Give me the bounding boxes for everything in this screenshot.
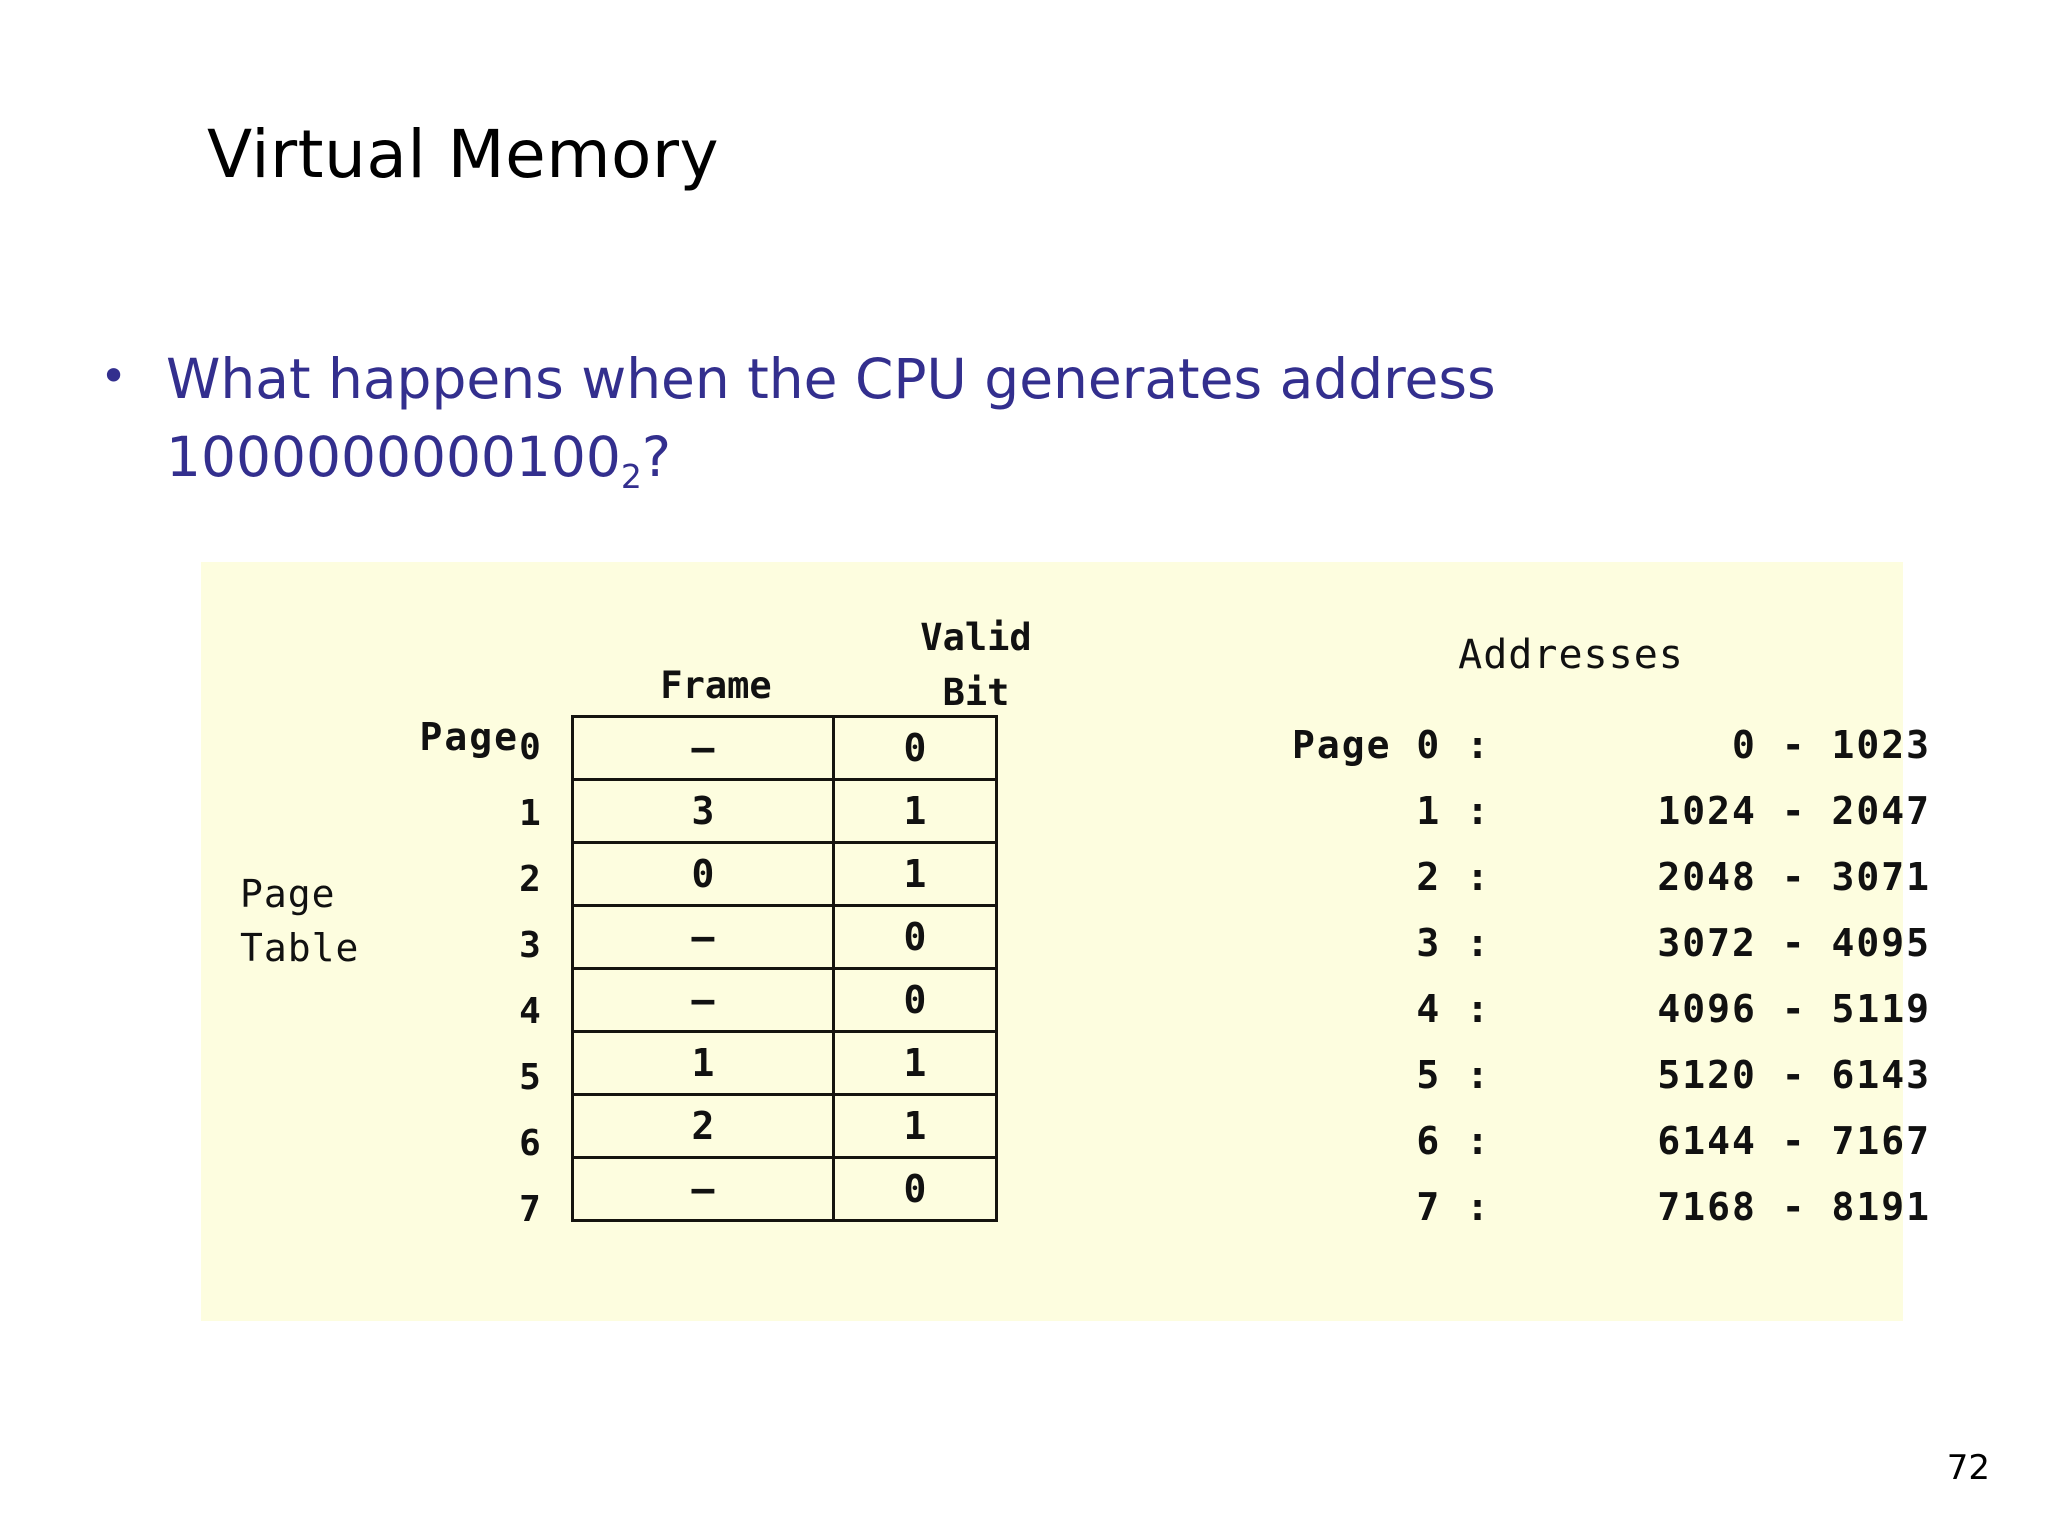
address-row: 7 : 7168 - 8191 [1211, 1174, 1931, 1240]
frame-cell: – [571, 1156, 835, 1222]
page-index-6: 6 [519, 1123, 541, 1164]
page-table-caption-line-1: Page [240, 872, 336, 916]
address-row-range: 4096 - 5119 [1657, 987, 1931, 1031]
page-table: – 0 3 1 0 1 – 0 – 0 1 1 [571, 715, 998, 1222]
valid-bit-cell: 0 [832, 715, 998, 781]
address-row-label: 3 : [1416, 921, 1491, 965]
table-row: 0 1 [571, 841, 998, 907]
valid-bit-cell: 1 [832, 1093, 998, 1159]
table-row: – 0 [571, 715, 998, 781]
address-row-label: 2 : [1416, 855, 1491, 899]
address-row: 1 : 1024 - 2047 [1211, 778, 1931, 844]
bullet-marker-icon: • [100, 349, 128, 403]
column-header-frame: Frame [660, 664, 772, 707]
address-row: 3 : 3072 - 4095 [1211, 910, 1931, 976]
address-row-range: 7168 - 8191 [1657, 1185, 1931, 1229]
valid-bit-cell: 0 [832, 1156, 998, 1222]
frame-cell: 1 [571, 1030, 835, 1096]
address-row: 2 : 2048 - 3071 [1211, 844, 1931, 910]
page-table-figure: Page Table Frame Valid Bit Addresses Pag… [201, 562, 1929, 1321]
frame-cell: 0 [571, 841, 835, 907]
address-row-label: 4 : [1416, 987, 1491, 1031]
address-row-range: 0 - 1023 [1731, 723, 1931, 767]
page-table-caption-line-2: Table [240, 926, 360, 970]
address-row: 6 : 6144 - 7167 [1211, 1108, 1931, 1174]
bullet-line-1: What happens when the CPU generates addr… [166, 347, 1496, 411]
frame-cell: 3 [571, 778, 835, 844]
address-row-label: Page 0 : [1291, 723, 1491, 767]
slide-number: 72 [1946, 1448, 1990, 1488]
frame-cell: – [571, 715, 835, 781]
page-index-4: 4 [519, 991, 541, 1032]
page-title: Virtual Memory [207, 116, 720, 193]
table-row: – 0 [571, 904, 998, 970]
address-row-label: 6 : [1416, 1119, 1491, 1163]
frame-cell: – [571, 904, 835, 970]
address-ranges-list: Page 0 : 0 - 1023 1 : 1024 - 2047 2 : 20… [1211, 712, 1931, 1240]
address-row-label: 7 : [1416, 1185, 1491, 1229]
column-header-valid-bit: Valid Bit [856, 610, 1096, 720]
page-index-0: 0 [519, 727, 541, 768]
valid-bit-cell: 1 [832, 1030, 998, 1096]
page-index-7: 7 [519, 1189, 541, 1230]
binary-address-subscript: 2 [620, 457, 642, 496]
table-row: 2 1 [571, 1093, 998, 1159]
address-row-range: 3072 - 4095 [1657, 921, 1931, 965]
address-row: Page 0 : 0 - 1023 [1211, 712, 1931, 778]
table-row: 1 1 [571, 1030, 998, 1096]
valid-bit-cell: 1 [832, 778, 998, 844]
address-row: 4 : 4096 - 5119 [1211, 976, 1931, 1042]
bullet-item: • What happens when the CPU generates ad… [100, 340, 1800, 496]
valid-bit-cell: 0 [832, 904, 998, 970]
address-row-label: 1 : [1416, 789, 1491, 833]
column-header-valid-line-1: Valid [920, 616, 1032, 659]
valid-bit-cell: 0 [832, 967, 998, 1033]
page-index-1: 1 [519, 793, 541, 834]
page-table-caption: Page Table [240, 867, 359, 975]
bullet-line-2: 10000000001002? [166, 425, 672, 493]
frame-cell: 2 [571, 1093, 835, 1159]
address-row-range: 2048 - 3071 [1657, 855, 1931, 899]
valid-bit-cell: 1 [832, 841, 998, 907]
address-row: 5 : 5120 - 6143 [1211, 1042, 1931, 1108]
table-row: – 0 [571, 967, 998, 1033]
binary-address-suffix: ? [641, 425, 672, 489]
column-header-valid-line-2: Bit [942, 671, 1010, 714]
binary-address-value: 1000000000100 [166, 425, 621, 489]
frame-cell: – [571, 967, 835, 1033]
address-row-range: 6144 - 7167 [1657, 1119, 1931, 1163]
address-row-range: 1024 - 2047 [1657, 789, 1931, 833]
address-row-label: 5 : [1416, 1053, 1491, 1097]
address-row-range: 5120 - 6143 [1657, 1053, 1931, 1097]
table-row: – 0 [571, 1156, 998, 1222]
page-index-2: 2 [519, 859, 541, 900]
page-index-3: 3 [519, 925, 541, 966]
page-index-word: Page [419, 715, 519, 759]
page-index-5: 5 [519, 1057, 541, 1098]
bullet-text: What happens when the CPU generates addr… [166, 340, 1726, 496]
column-header-addresses: Addresses [1458, 632, 1684, 678]
table-row: 3 1 [571, 778, 998, 844]
page-index-column: 0 1 2 3 4 5 6 7 [501, 715, 559, 1243]
